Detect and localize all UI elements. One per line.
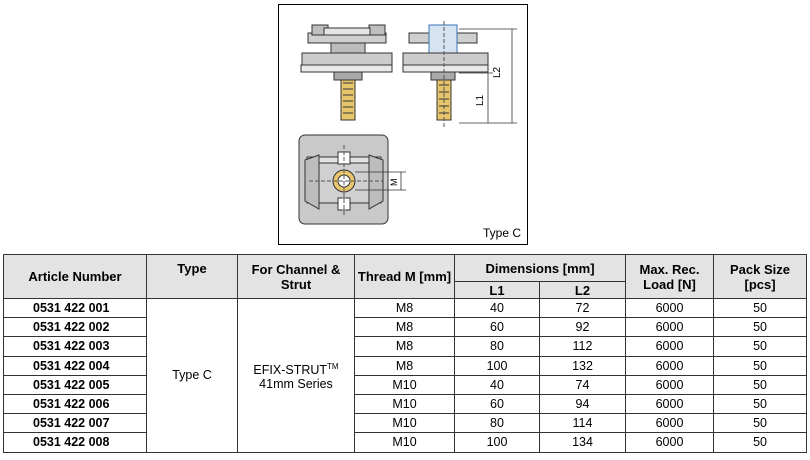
- dimension-lines: [459, 28, 517, 124]
- l1-cell: 80: [454, 413, 540, 434]
- pack-size-cell: 50: [713, 374, 808, 395]
- trademark-mark: TM: [327, 361, 339, 371]
- l2-cell: 74: [538, 374, 627, 395]
- pack-size-cell: 50: [713, 432, 808, 453]
- max-load-cell: 6000: [625, 393, 715, 415]
- article-number-cell: 0531 422 008: [3, 432, 147, 453]
- max-load-cell: 6000: [625, 374, 715, 395]
- pack-size-cell: 50: [713, 355, 808, 376]
- l1-cell: 40: [454, 297, 540, 319]
- thread-cell: M8: [354, 336, 455, 357]
- header-pack-size: Pack Size [pcs]: [713, 254, 808, 299]
- max-load-cell: 6000: [625, 355, 715, 376]
- product-table: Article Number Type For Channel & Strut …: [3, 254, 808, 453]
- header-l1: L1: [454, 281, 540, 299]
- article-number-cell: 0531 422 004: [3, 355, 147, 376]
- side-view-right: [402, 21, 489, 127]
- article-number-cell: 0531 422 006: [3, 393, 147, 415]
- side-view-left: [300, 24, 393, 121]
- l2-cell: 92: [538, 317, 627, 338]
- l1-cell: 40: [454, 374, 540, 395]
- header-type: Type: [146, 254, 238, 299]
- dim-label-l1: L1: [475, 94, 486, 106]
- header-dimensions: Dimensions [mm]: [453, 254, 627, 282]
- thread-cell: M8: [354, 297, 455, 319]
- dim-label-m: M: [389, 179, 399, 187]
- thread-cell: M8: [354, 317, 455, 338]
- header-l2: L2: [538, 281, 627, 299]
- type-cell: Type C: [146, 298, 238, 453]
- l2-cell: 112: [538, 336, 627, 357]
- thread-cell: M10: [354, 374, 455, 395]
- pack-size-cell: 50: [713, 336, 808, 357]
- article-number-cell: 0531 422 003: [3, 336, 147, 357]
- thread-cell: M10: [354, 413, 455, 434]
- channel-name: EFIX-STRUT: [253, 362, 328, 377]
- channel-series: 41mm Series: [259, 376, 333, 391]
- thread-cell: M10: [354, 432, 455, 453]
- l2-cell: 72: [538, 297, 627, 319]
- thread-cell: M10: [354, 393, 455, 415]
- pack-size-cell: 50: [713, 413, 808, 434]
- l1-cell: 80: [454, 336, 540, 357]
- article-number-cell: 0531 422 007: [3, 413, 147, 434]
- l2-cell: 132: [538, 355, 627, 376]
- max-load-cell: 6000: [625, 432, 715, 453]
- dim-label-l2: L2: [492, 66, 503, 78]
- l1-cell: 100: [454, 432, 540, 453]
- technical-drawing: L2 L1 M Type C: [278, 4, 528, 245]
- l2-cell: 134: [538, 432, 627, 453]
- channel-cell: EFIX-STRUTTM 41mm Series: [237, 298, 355, 453]
- header-article-number: Article Number: [3, 254, 147, 299]
- l2-cell: 114: [538, 413, 627, 434]
- article-number-cell: 0531 422 002: [3, 317, 147, 338]
- l1-cell: 60: [454, 393, 540, 415]
- top-view: [298, 134, 406, 225]
- header-thread: Thread M [mm]: [354, 254, 455, 299]
- header-max-load: Max. Rec. Load [N]: [625, 254, 715, 299]
- pack-size-cell: 50: [713, 297, 808, 319]
- pack-size-cell: 50: [713, 393, 808, 415]
- figure-caption: Type C: [482, 226, 521, 240]
- l1-cell: 60: [454, 317, 540, 338]
- article-number-cell: 0531 422 005: [3, 374, 147, 395]
- l2-cell: 94: [538, 393, 627, 415]
- article-number-cell: 0531 422 001: [3, 297, 147, 319]
- pack-size-cell: 50: [713, 317, 808, 338]
- max-load-cell: 6000: [625, 317, 715, 338]
- max-load-cell: 6000: [625, 297, 715, 319]
- max-load-cell: 6000: [625, 413, 715, 434]
- thread-cell: M8: [354, 355, 455, 376]
- max-load-cell: 6000: [625, 336, 715, 357]
- drawing-graphic: L2 L1 M: [298, 21, 517, 225]
- l1-cell: 100: [454, 355, 540, 376]
- header-channel: For Channel & Strut: [237, 254, 355, 299]
